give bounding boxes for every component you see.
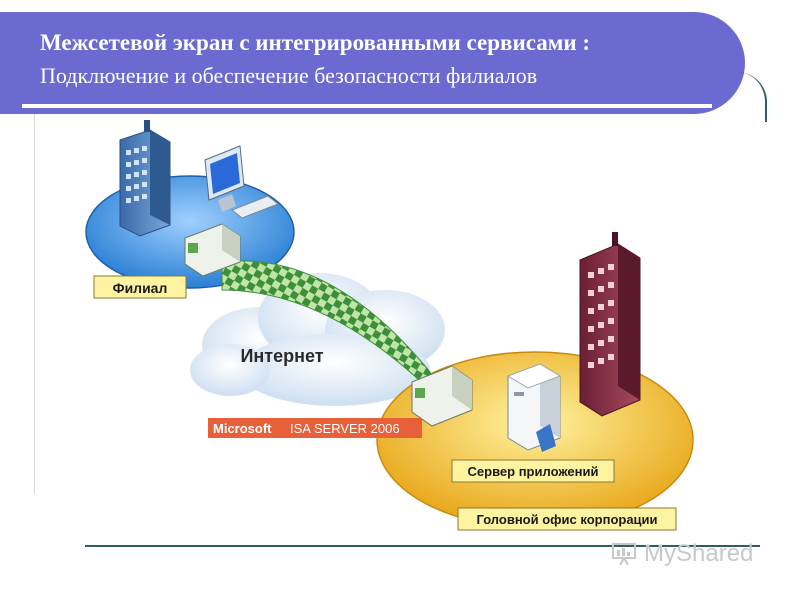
- app-server-label-box: [451, 459, 615, 483]
- head-office-building-icon: [579, 232, 641, 417]
- branch-firewall-icon: [184, 223, 241, 277]
- page-title: Межсетевой экран с интегрированными серв…: [40, 30, 591, 55]
- header-banner: [0, 12, 745, 114]
- watermark: MyShared: [612, 540, 772, 570]
- branch-label: Филиал: [113, 280, 168, 296]
- isa-brand: Microsoft: [213, 421, 272, 436]
- head-office-label: Головной офис корпорации: [476, 512, 657, 527]
- application-server-icon: [506, 363, 562, 452]
- frame-corner-arc: [735, 72, 767, 122]
- page-subtitle: Подключение и обеспечение безопасности ф…: [40, 63, 538, 88]
- frame-bottom-line: [85, 545, 760, 547]
- app-server-label: Сервер приложений: [468, 464, 599, 479]
- internet-cloud: [190, 273, 445, 406]
- isa-banner: [208, 418, 422, 438]
- branch-building-icon: [119, 120, 171, 237]
- head-office-firewall-icon: [411, 365, 473, 427]
- workstation-icon: [204, 145, 279, 219]
- internet-label: Интернет: [240, 346, 323, 366]
- frame-left-line: [34, 114, 35, 494]
- isa-product: ISA SERVER 2006: [290, 421, 400, 436]
- head-office-label-box: [457, 507, 677, 531]
- branch-label-box: [93, 275, 187, 299]
- header-underline: [22, 104, 712, 108]
- presentation-icon: [612, 543, 636, 566]
- watermark-text: MyShared: [644, 540, 754, 567]
